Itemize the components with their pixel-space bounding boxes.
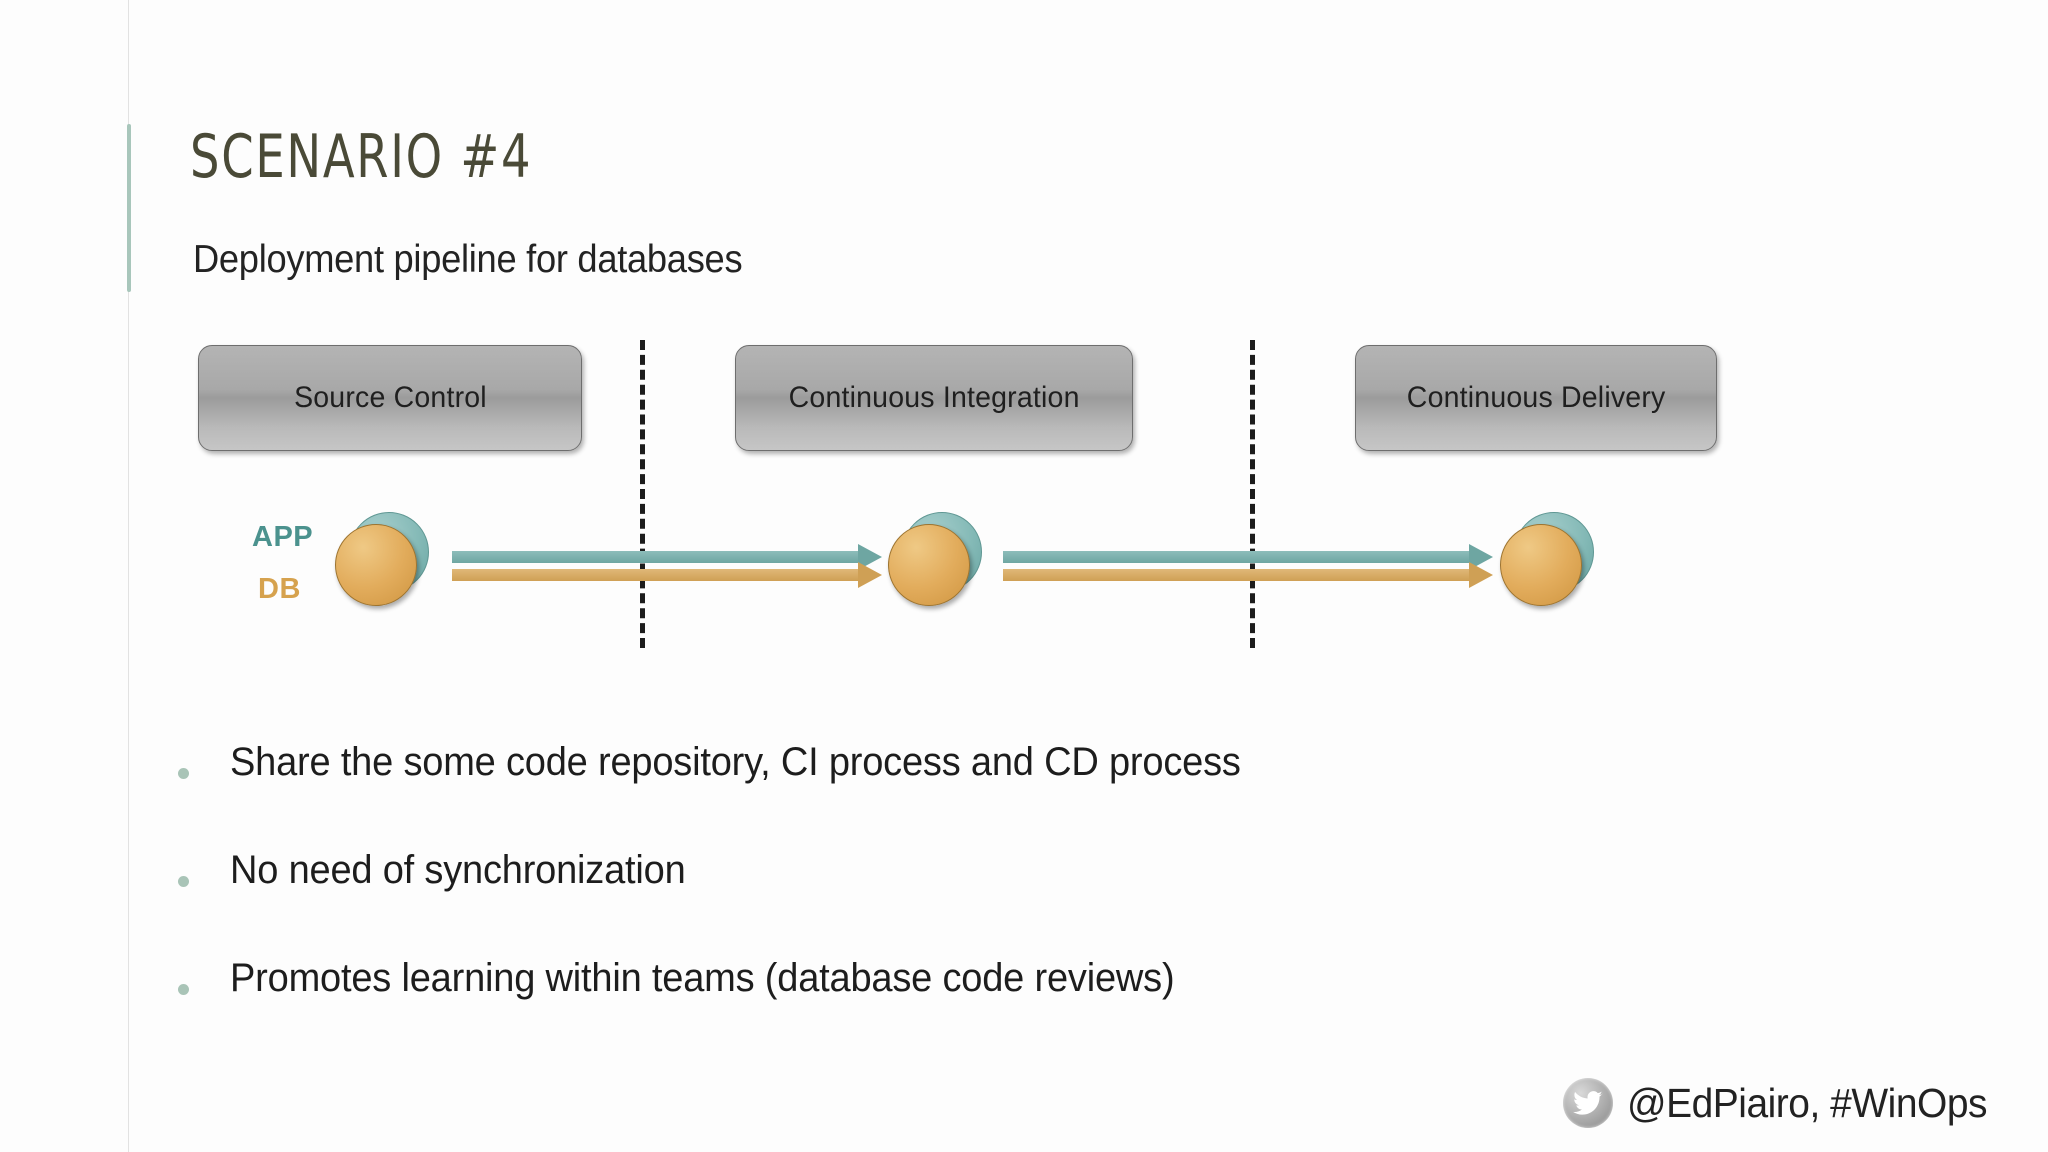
db-disc-icon	[335, 524, 417, 606]
flow-arrow-app-sc-to-ci	[452, 544, 882, 570]
lane-label-db: DB	[258, 573, 301, 605]
arrow-shaft	[1003, 551, 1471, 563]
list-item: Share the some code repository, CI proce…	[178, 740, 1878, 848]
twitter-bird-icon[interactable]	[1563, 1078, 1614, 1128]
left-page-rule	[128, 0, 129, 1152]
stage-separator-1	[640, 340, 645, 648]
bullet-text: Share the some code repository, CI proce…	[230, 740, 1241, 784]
arrow-head-icon	[858, 544, 882, 570]
twitter-handle: @EdPiairo, #WinOps	[1627, 1079, 1988, 1126]
bullet-text: No need of synchronization	[230, 848, 686, 892]
bullet-dot-icon	[178, 768, 189, 779]
flow-arrow-app-ci-to-cd	[1003, 544, 1493, 570]
arrow-head-icon	[1469, 544, 1493, 570]
bullet-list: Share the some code repository, CI proce…	[178, 740, 1878, 1064]
arrow-shaft	[1003, 569, 1471, 581]
app-disc-icon	[349, 512, 429, 592]
bullet-text: Promotes learning within teams (database…	[230, 956, 1175, 1000]
artifact-node-continuous-delivery	[1500, 512, 1594, 606]
page-title: SCENARIO #4	[190, 122, 533, 192]
stage-box-source-control[interactable]: Source Control	[198, 345, 582, 451]
flow-arrow-db-sc-to-ci	[452, 562, 882, 588]
flow-arrow-db-ci-to-cd	[1003, 562, 1493, 588]
db-disc-icon	[1500, 524, 1582, 606]
page-subtitle: Deployment pipeline for databases	[193, 238, 743, 281]
stage-separator-2	[1250, 340, 1255, 648]
arrow-head-icon	[1469, 562, 1493, 588]
db-disc-icon	[888, 524, 970, 606]
stage-box-continuous-integration[interactable]: Continuous Integration	[735, 345, 1133, 451]
arrow-shaft	[452, 551, 860, 563]
list-item: No need of synchronization	[178, 848, 1878, 956]
stage-label: Continuous Integration	[788, 381, 1080, 414]
bullet-dot-icon	[178, 984, 189, 995]
stage-label: Continuous Delivery	[1406, 381, 1666, 414]
lane-label-app: APP	[252, 521, 314, 553]
app-disc-icon	[1514, 512, 1594, 592]
footer: @EdPiairo, #WinOps	[1563, 1078, 2006, 1128]
bullet-dot-icon	[178, 876, 189, 887]
arrow-shaft	[452, 569, 860, 581]
stage-box-continuous-delivery[interactable]: Continuous Delivery	[1355, 345, 1717, 451]
title-accent-bar	[127, 124, 131, 292]
arrow-head-icon	[858, 562, 882, 588]
artifact-node-continuous-integration	[888, 512, 982, 606]
list-item: Promotes learning within teams (database…	[178, 956, 1878, 1064]
app-disc-icon	[902, 512, 982, 592]
artifact-node-source-control	[335, 512, 429, 606]
stage-label: Source Control	[293, 381, 487, 414]
